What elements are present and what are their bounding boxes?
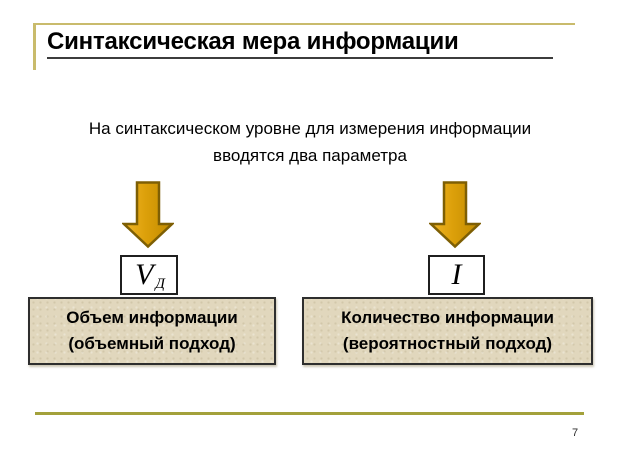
footer-rule <box>35 412 584 415</box>
title-top-rule <box>33 23 575 25</box>
symbol-v-subscript: Д <box>155 275 165 292</box>
down-arrow-icon <box>429 181 481 249</box>
volume-label-line2: (объемный подход) <box>68 334 236 353</box>
intro-text-line2: вводятся два параметра <box>213 146 407 165</box>
label-box-volume-approach: Объем информации (объемный подход) <box>28 297 276 365</box>
title-underline <box>47 57 553 59</box>
title-left-rule <box>33 23 36 70</box>
symbol-v: V <box>135 258 154 291</box>
probability-label-line2: (вероятностный подход) <box>342 334 553 353</box>
page-number: 7 <box>572 427 579 439</box>
symbol-i: I <box>451 258 462 291</box>
label-box-probability-approach: Количество информации (вероятностный под… <box>302 297 593 365</box>
intro-text: На синтаксическом уровне для измерения и… <box>0 115 620 169</box>
volume-label-line1: Объем информации <box>66 308 238 327</box>
slide-title: Синтаксическая мера информации <box>47 28 459 55</box>
intro-text-line1: На синтаксическом уровне для измерения и… <box>88 119 532 138</box>
symbol-box-quantity: I <box>428 255 485 295</box>
probability-label-line1: Количество информации <box>341 308 554 327</box>
down-arrow-icon <box>122 181 174 249</box>
